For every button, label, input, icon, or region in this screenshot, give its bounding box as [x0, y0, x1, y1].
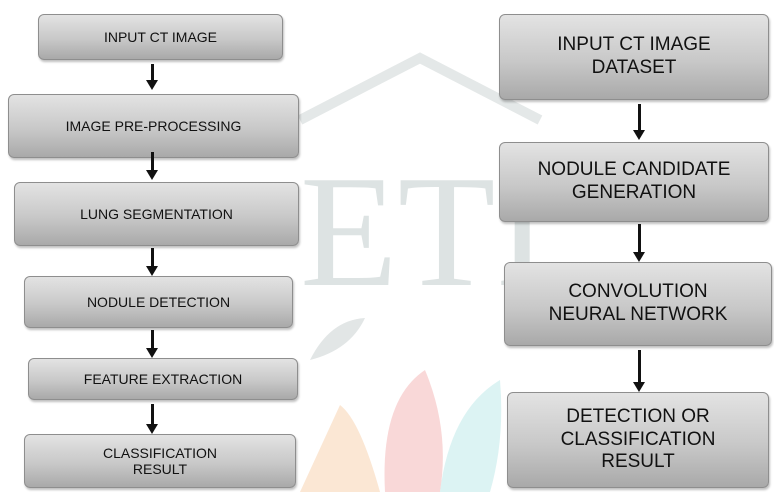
- watermark-cyan-shape: [440, 380, 502, 492]
- watermark-orange-shape: [300, 405, 380, 492]
- watermark-leaf-shape: [310, 318, 365, 360]
- left-step-lung-segmentation: LUNG SEGMENTATION: [14, 182, 299, 246]
- left-step-classification-result: CLASSIFICATION RESULT: [24, 434, 296, 488]
- left-arrow-3: [146, 248, 160, 276]
- right-step-convolution-neural-network: CONVOLUTION NEURAL NETWORK: [504, 262, 772, 346]
- left-step-feature-extraction: FEATURE EXTRACTION: [28, 358, 298, 400]
- right-step-input-ct-image-dataset: INPUT CT IMAGE DATASET: [499, 14, 769, 100]
- right-step-nodule-candidate-generation: NODULE CANDIDATE GENERATION: [499, 142, 769, 222]
- left-step-input-ct-image: INPUT CT IMAGE: [38, 14, 283, 60]
- left-step-image-pre-processing: IMAGE PRE-PROCESSING: [8, 94, 299, 158]
- left-step-nodule-detection: NODULE DETECTION: [24, 276, 293, 328]
- right-arrow-2: [633, 224, 647, 262]
- left-arrow-2: [146, 152, 160, 180]
- left-arrow-5: [146, 404, 160, 434]
- left-arrow-1: [146, 64, 160, 90]
- right-arrow-1: [633, 104, 647, 140]
- watermark-red-shape: [384, 370, 443, 492]
- right-arrow-3: [633, 350, 647, 392]
- left-arrow-4: [146, 330, 160, 358]
- right-step-detection-or-classification-result: DETECTION OR CLASSIFICATION RESULT: [507, 392, 769, 488]
